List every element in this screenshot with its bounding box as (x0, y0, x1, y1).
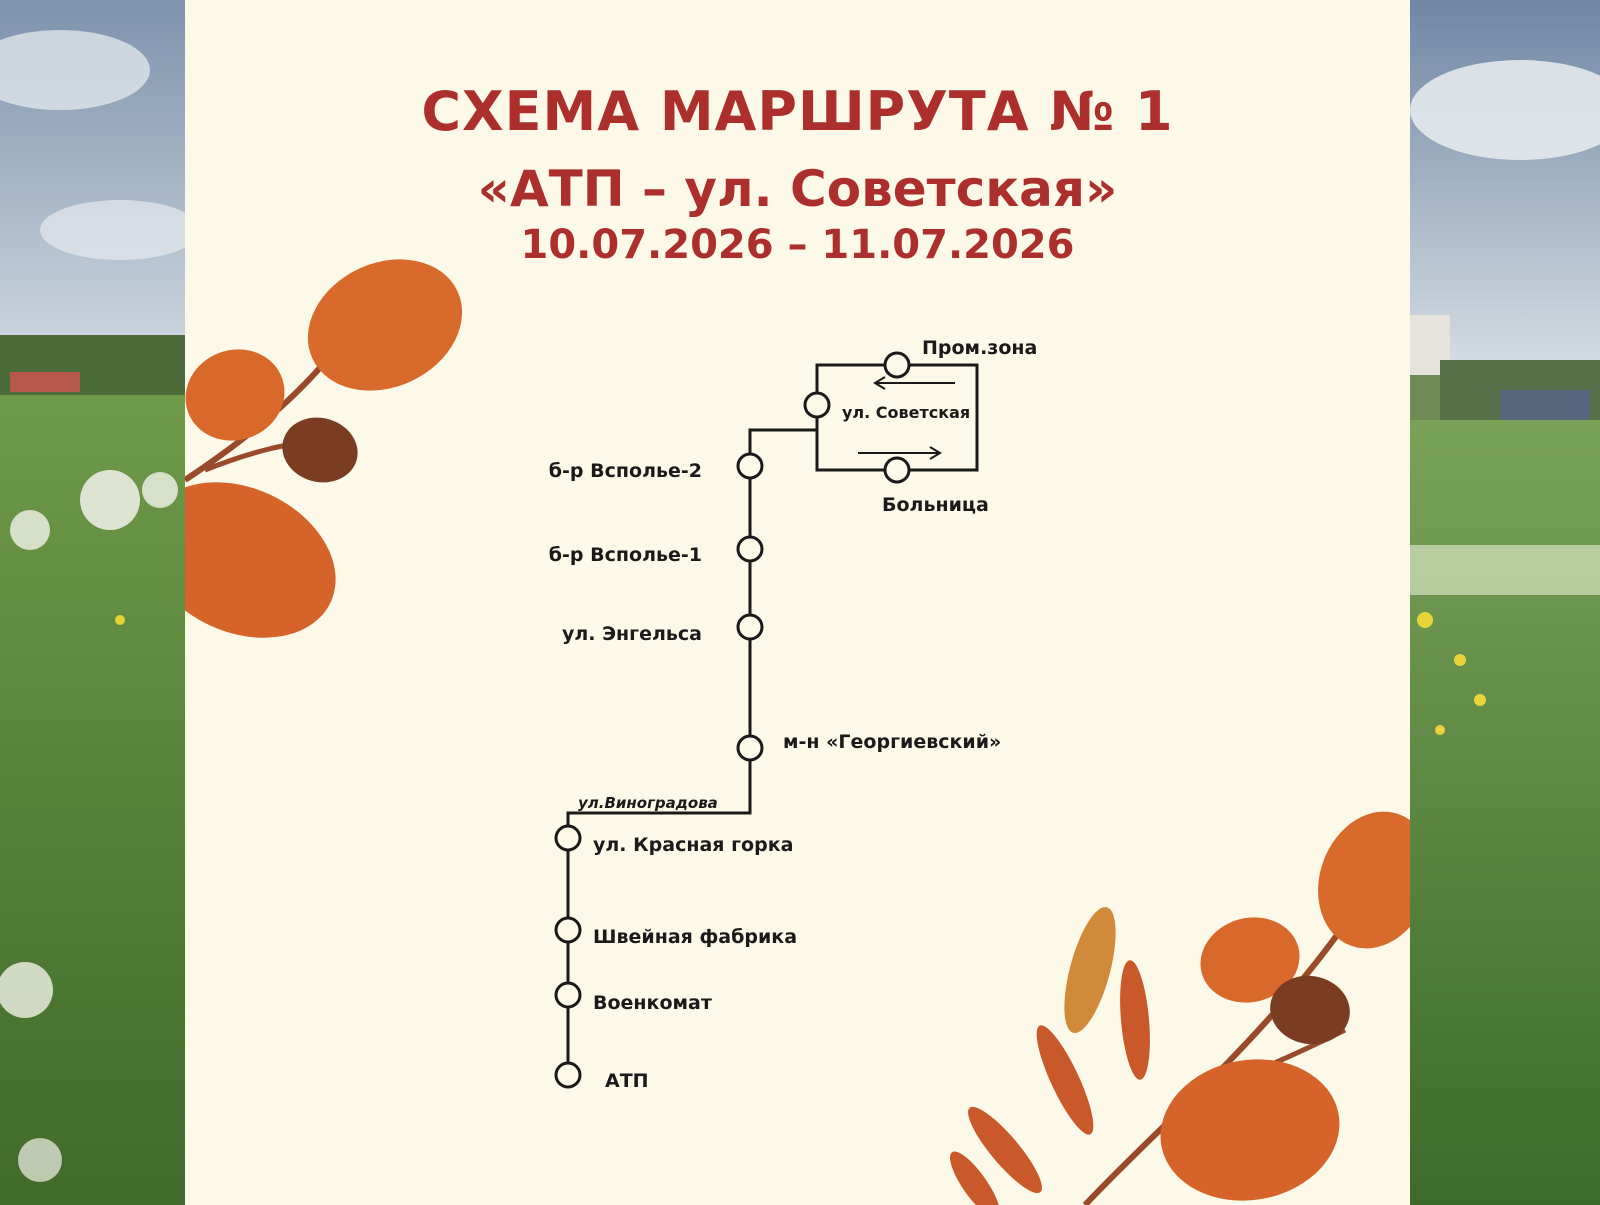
stop-marker-atp (554, 1061, 582, 1089)
arrow-left-icon (873, 376, 955, 390)
route-name: «АТП – ул. Советская» (477, 160, 1118, 218)
stop-label-bolnitsa: Больница (882, 494, 989, 516)
stop-marker-shveynaya (554, 916, 582, 944)
stop-label-vspolye-1: б-р Всполье-1 (549, 544, 702, 566)
background-photo-right (1410, 0, 1600, 1205)
stop-marker-krasnaya-gorka (554, 824, 582, 852)
stop-marker-engelsa (736, 613, 764, 641)
street-label-vinogradova: ул.Виноградова (578, 794, 718, 812)
stop-label-vspolye-2: б-р Всполье-2 (549, 460, 702, 482)
stop-marker-georgievsky (736, 734, 764, 762)
stop-label-atp: АТП (605, 1070, 649, 1092)
stop-marker-bolnitsa (883, 456, 911, 484)
route-poster: СХЕМА МАРШРУТА № 1 «АТП – ул. Советская»… (185, 0, 1410, 1205)
stop-label-prom-zona: Пром.зона (922, 337, 1037, 359)
background-photo-left (0, 0, 185, 1205)
stop-marker-voenkomat (554, 981, 582, 1009)
stop-label-georgievsky: м-н «Георгиевский» (783, 731, 1001, 753)
stop-marker-vspolye-1 (736, 535, 764, 563)
arrow-right-icon (858, 446, 942, 460)
stop-label-voenkomat: Военкомат (593, 992, 712, 1014)
stop-label-ul-sovetskaya: ул. Советская (842, 403, 970, 422)
stop-marker-ul-sovetskaya (803, 391, 831, 419)
stop-marker-prom-zona (883, 351, 911, 379)
stop-label-engelsa: ул. Энгельса (562, 623, 702, 645)
stop-marker-vspolye-2 (736, 452, 764, 480)
poster-title: СХЕМА МАРШРУТА № 1 (421, 80, 1174, 143)
stop-label-shveynaya: Швейная фабрика (593, 926, 797, 948)
route-diagram: Пром.зона ул. Советская Больница б-р Всп… (549, 337, 1038, 1092)
stop-label-krasnaya-gorka: ул. Красная горка (593, 834, 793, 856)
route-dates: 10.07.2026 – 11.07.2026 (520, 222, 1075, 268)
leaf-decoration (185, 259, 1410, 1205)
direction-arrows (858, 376, 955, 460)
